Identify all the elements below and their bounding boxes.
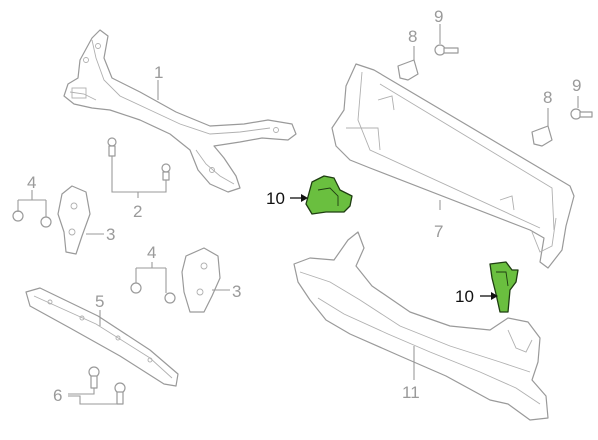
- callout-8-upper: 8: [408, 27, 417, 46]
- callout-9-lower: 9: [572, 76, 581, 95]
- part-3-bracket-right[interactable]: [181, 247, 221, 313]
- callout-3-right: 3: [232, 282, 241, 301]
- part-7-radiator-frame[interactable]: [331, 63, 575, 269]
- callout-7: 7: [434, 222, 443, 241]
- part-9-screws[interactable]: [434, 44, 593, 120]
- part-2-bolts[interactable]: [107, 137, 171, 181]
- part-11-air-deflector[interactable]: [293, 231, 549, 421]
- part-1-upper-tie-bar[interactable]: [63, 29, 297, 193]
- callout-9-upper: 9: [434, 7, 443, 26]
- part-3-bracket-left[interactable]: [57, 185, 91, 255]
- callout-3-left: 3: [106, 225, 115, 244]
- callout-2: 2: [133, 202, 142, 221]
- part-8-clips[interactable]: [397, 59, 553, 147]
- callout-6: 6: [53, 386, 62, 405]
- callout-10-upper: 10: [266, 189, 285, 208]
- leader-lines: [17, 24, 579, 405]
- callout-1: 1: [154, 63, 163, 82]
- callout-10-lower: 10: [455, 287, 474, 306]
- callout-4-left: 4: [27, 173, 36, 192]
- part-10-lower-highlighted[interactable]: [489, 261, 519, 313]
- part-6-bolts[interactable]: [88, 366, 126, 405]
- callout-5: 5: [95, 292, 104, 311]
- part-5-lower-support[interactable]: [25, 287, 179, 387]
- leader-lines-part-10: [290, 194, 498, 300]
- part-10-upper-highlighted[interactable]: [305, 175, 353, 215]
- callout-8-lower: 8: [543, 88, 552, 107]
- callout-11: 11: [402, 383, 420, 402]
- callout-4-right: 4: [147, 243, 156, 262]
